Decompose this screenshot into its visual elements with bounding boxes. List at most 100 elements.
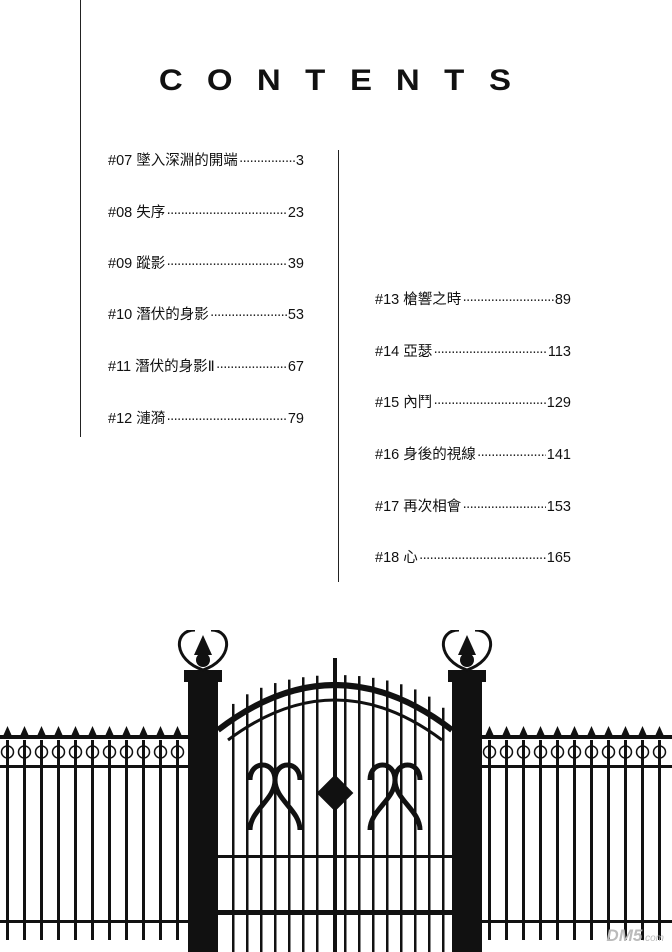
- fence-ornament: [170, 745, 185, 759]
- leader-dots: [239, 153, 295, 169]
- fence-bar: [57, 740, 60, 940]
- gate-post: [188, 680, 218, 952]
- leader-dots: [419, 550, 546, 566]
- fence-ornament: [601, 745, 616, 759]
- center-divider-line: [338, 150, 339, 582]
- page-number: 141: [546, 447, 571, 463]
- page-number: 153: [546, 499, 571, 515]
- chapter-number: #18: [375, 550, 400, 566]
- gate-bar: [414, 689, 417, 952]
- fence-bar: [23, 740, 26, 940]
- post-scroll: [442, 630, 492, 672]
- fence-ornament: [635, 745, 650, 759]
- fence-bar: [590, 740, 593, 940]
- title-letter: N: [396, 64, 420, 97]
- chapter-number: #13: [375, 292, 400, 308]
- gate-bar: [386, 680, 389, 952]
- fence-bar: [505, 740, 508, 940]
- gate-mid-rail: [218, 855, 452, 858]
- fence-spike: [88, 726, 97, 735]
- fence-ornament: [51, 745, 66, 759]
- fence-ornament: [618, 745, 633, 759]
- leader-dots: [433, 344, 547, 360]
- leader-dots: [216, 359, 287, 375]
- fence-spike: [37, 726, 46, 735]
- chapter-number: #10: [108, 307, 133, 323]
- fence-rail: [482, 735, 672, 739]
- page-number: 165: [546, 550, 571, 566]
- fence-spike: [519, 726, 528, 735]
- toc-entry[interactable]: #13槍響之時89: [375, 288, 571, 309]
- toc-entry[interactable]: #18心165: [375, 546, 571, 567]
- title-letter: C: [158, 64, 183, 97]
- gate-post: [452, 680, 482, 952]
- toc-entry[interactable]: #17再次相會153: [375, 495, 571, 516]
- fence-ornament: [567, 745, 582, 759]
- fence-spike: [570, 726, 579, 735]
- fence-bar: [125, 740, 128, 940]
- fence-bar: [641, 740, 644, 940]
- leader-dots: [462, 499, 546, 515]
- chapter-number: #14: [375, 344, 400, 360]
- fence-spike: [655, 726, 664, 735]
- title-letter: N: [256, 64, 281, 97]
- gate-bar: [316, 675, 319, 952]
- leader-dots: [166, 411, 287, 427]
- fence-spike: [20, 726, 29, 735]
- fence-bar: [556, 740, 559, 940]
- toc-entry[interactable]: #07墜入深淵的開端3: [108, 149, 304, 170]
- fence-ornament: [34, 745, 49, 759]
- gate-bar: [344, 675, 347, 952]
- gate-bar: [288, 679, 291, 952]
- leader-dots: [166, 256, 287, 272]
- title-letter: S: [488, 64, 512, 97]
- fence-spike: [485, 726, 494, 735]
- page-number: 53: [287, 307, 304, 323]
- fence-bar: [91, 740, 94, 940]
- fence-ornament: [136, 745, 151, 759]
- toc-entry[interactable]: #15內鬥129: [375, 391, 571, 412]
- fence-bar: [159, 740, 162, 940]
- fence-bar: [573, 740, 576, 940]
- toc-entry[interactable]: #16身後的視線141: [375, 443, 571, 464]
- fence-spike: [621, 726, 630, 735]
- fence-ornament: [119, 745, 134, 759]
- chapter-title: 潛伏的身影: [136, 307, 209, 323]
- fence-ornament: [499, 745, 514, 759]
- fence-ornament: [516, 745, 531, 759]
- fence-rail: [0, 920, 190, 923]
- chapter-title: 潛伏的身影Ⅱ: [135, 359, 215, 375]
- fence-spike: [3, 726, 12, 735]
- title-letter: O: [206, 64, 233, 97]
- chapter-title: 蹤影: [136, 256, 166, 272]
- fence-spike: [553, 726, 562, 735]
- fence-spike: [139, 726, 148, 735]
- fence-bar: [658, 740, 661, 940]
- page-number: 67: [287, 359, 304, 375]
- fence-bar: [108, 740, 111, 940]
- gate-bar: [400, 684, 403, 952]
- gate-bar: [358, 676, 361, 952]
- chapter-title: 身後的視線: [403, 447, 476, 463]
- toc-entry[interactable]: #12漣漪79: [108, 407, 304, 428]
- toc-entry[interactable]: #09蹤影39: [108, 252, 304, 273]
- fence-bar: [624, 740, 627, 940]
- fence-spike: [587, 726, 596, 735]
- page-number: 3: [295, 153, 304, 169]
- fence-spike: [604, 726, 613, 735]
- fence-bar: [142, 740, 145, 940]
- fence-ornament: [533, 745, 548, 759]
- toc-entry[interactable]: #11潛伏的身影Ⅱ67: [108, 355, 304, 376]
- chapter-number: #12: [108, 411, 133, 427]
- fence-bar: [40, 740, 43, 940]
- toc-entry[interactable]: #08失序23: [108, 201, 304, 222]
- chapter-number: #08: [108, 205, 133, 221]
- chapter-number: #17: [375, 499, 400, 515]
- toc-entry[interactable]: #14亞瑟113: [375, 340, 571, 361]
- page-number: 79: [287, 411, 304, 427]
- fence-ornament: [550, 745, 565, 759]
- post-finial: [194, 635, 212, 655]
- fence-ornament: [652, 745, 667, 759]
